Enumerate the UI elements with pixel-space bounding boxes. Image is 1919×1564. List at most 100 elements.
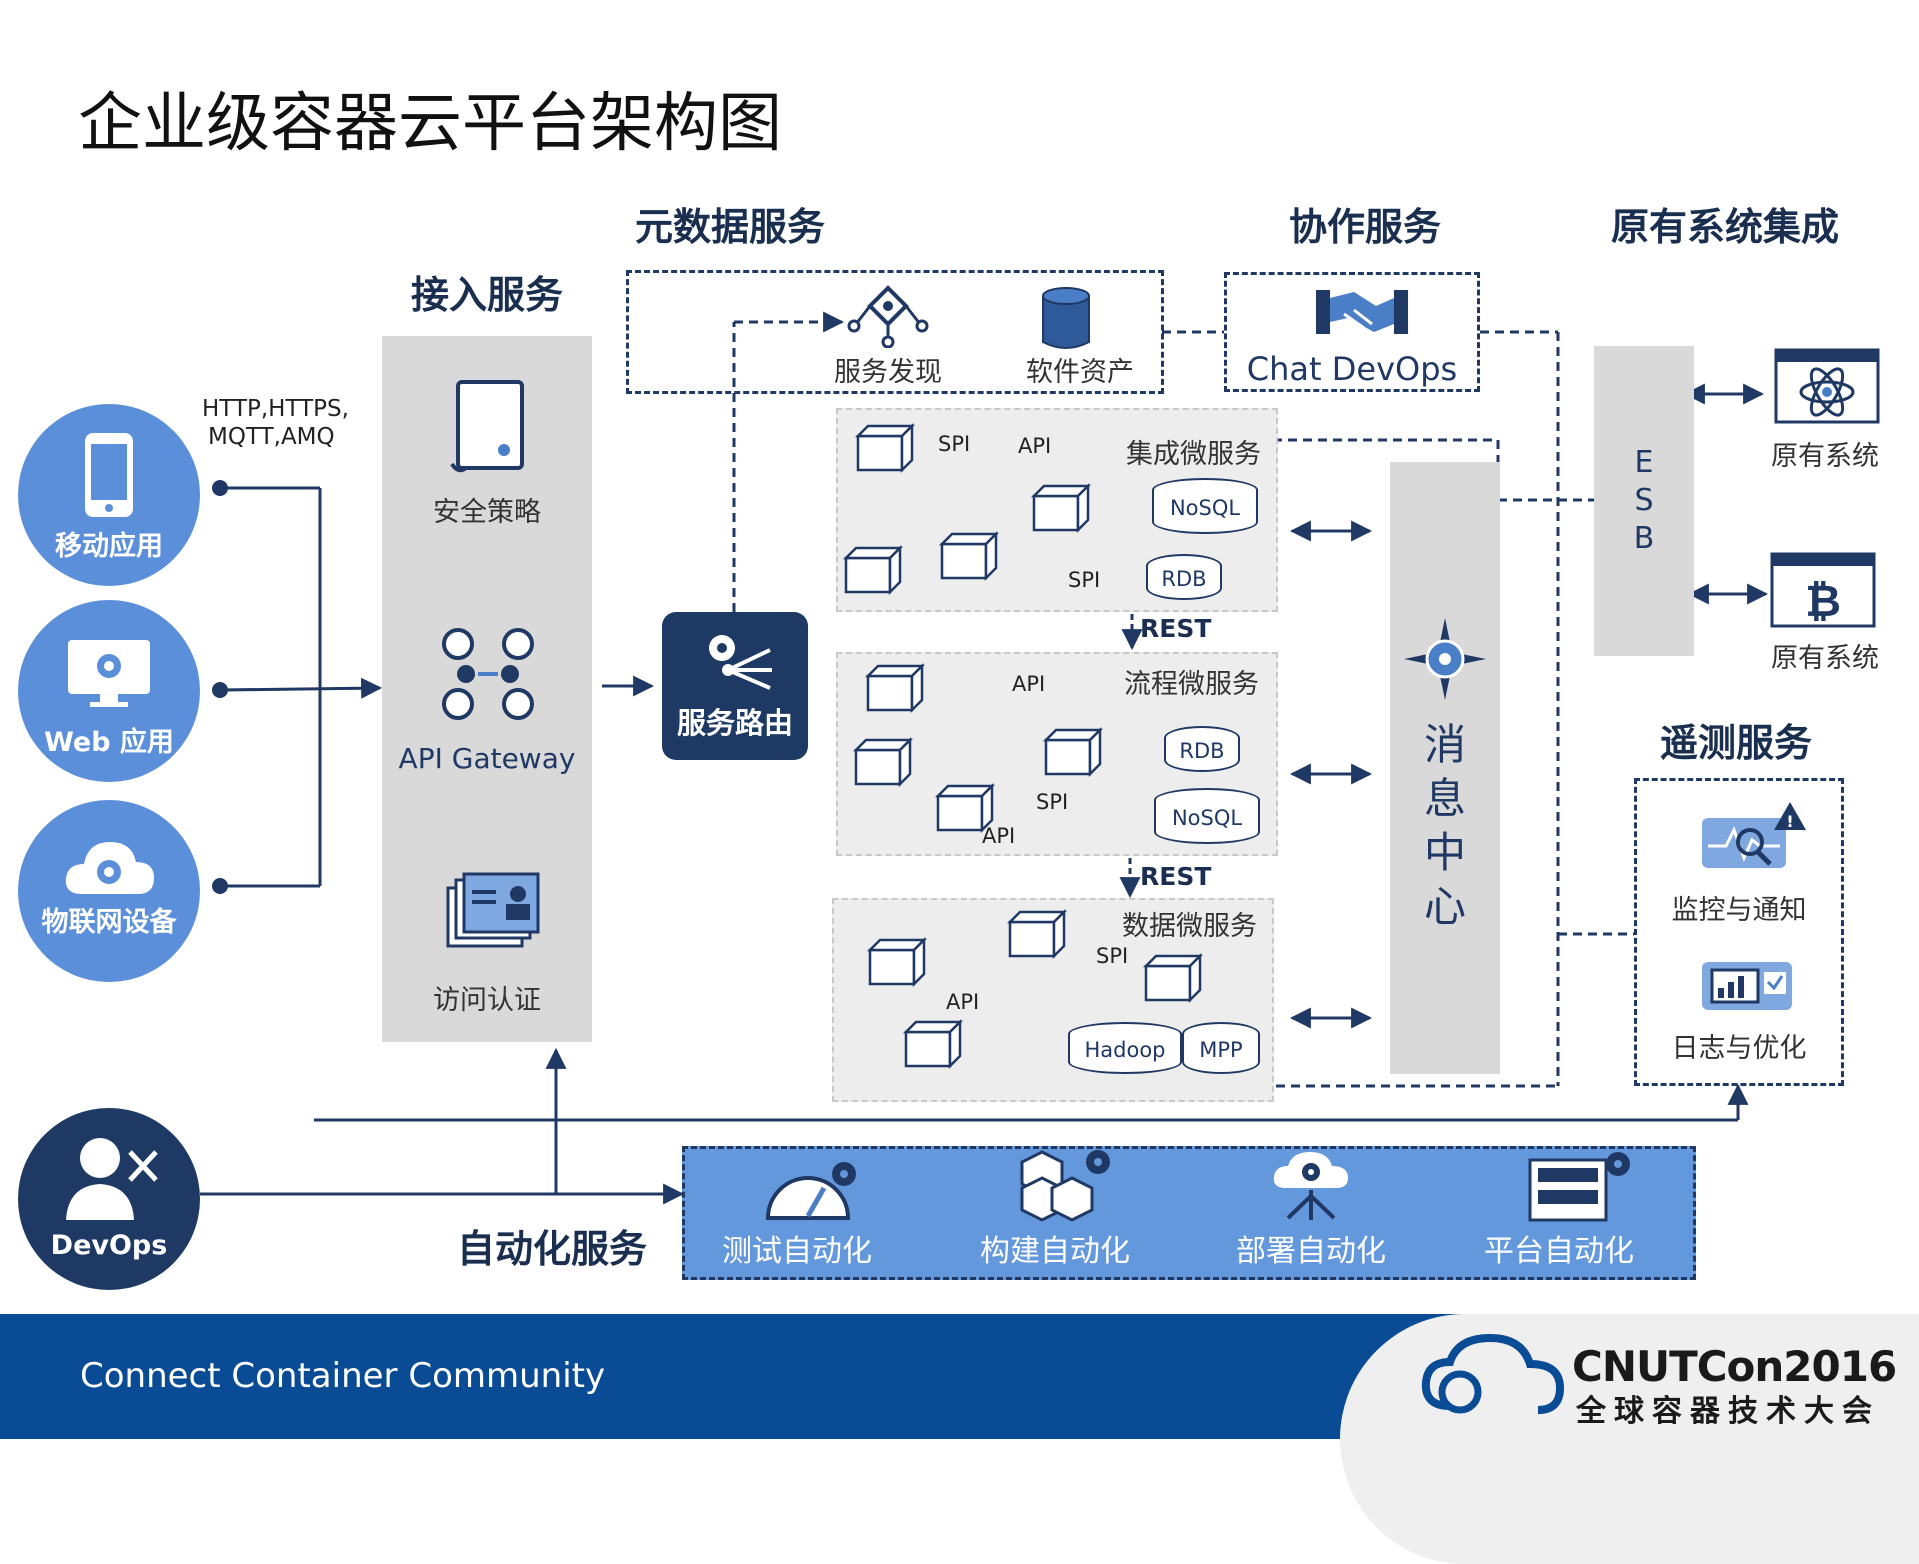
- automation-deploy-label: 部署自动化: [1236, 1234, 1386, 1269]
- legacy-sys1-label: 原有系统: [1771, 441, 1879, 472]
- svg-text:₿: ₿: [1805, 576, 1841, 627]
- microservice-cube-icon: [934, 782, 996, 834]
- data-api-label: API: [946, 990, 980, 1014]
- telemetry-service-box: [1634, 778, 1844, 1086]
- process-title: 流程微服务: [1124, 669, 1259, 700]
- integration-spi2-label: SPI: [1068, 568, 1101, 592]
- client-iot-label: 物联网设备: [41, 907, 177, 938]
- data-hadoop-db: Hadoop: [1068, 1022, 1182, 1074]
- telemetry-log-label: 日志与优化: [1671, 1033, 1807, 1064]
- microservice-cube-icon: [902, 1018, 964, 1070]
- microservice-cube-icon: [1030, 482, 1092, 534]
- integration-api-label: API: [1018, 434, 1052, 458]
- cnut-cloud-logo-icon: [1421, 1333, 1565, 1414]
- footer-tagline: Connect Container Community: [80, 1356, 606, 1396]
- microservice-cube-icon: [866, 936, 928, 988]
- section-automation-heading: 自动化服务: [456, 1227, 647, 1271]
- section-metadata-heading: 元数据服务: [634, 205, 825, 249]
- section-access-heading: 接入服务: [410, 273, 563, 317]
- compass-icon: [1404, 618, 1486, 700]
- process-nosql-db: NoSQL: [1154, 788, 1260, 844]
- client-mobile-label: 移动应用: [55, 531, 163, 562]
- id-card-icon: [446, 872, 540, 948]
- legacy-atom-icon: [1774, 348, 1880, 424]
- automation-build-label: 构建自动化: [980, 1234, 1130, 1269]
- microservice-cube-icon: [1042, 726, 1104, 778]
- esb-label: E S B: [1633, 445, 1655, 556]
- integration-spi-label: SPI: [938, 432, 971, 456]
- access-gateway-label: API Gateway: [398, 742, 576, 775]
- gateway-gears-icon: [442, 628, 534, 720]
- esb-bar: [1594, 346, 1694, 656]
- microservice-cube-icon: [1006, 908, 1068, 960]
- database-cylinder-icon: [1042, 287, 1090, 349]
- server-rack-icon: [1528, 1152, 1630, 1222]
- router-gear-icon: [709, 635, 772, 690]
- metadata-discovery-label: 服务发现: [834, 357, 942, 388]
- microservice-cube-icon: [938, 530, 1000, 582]
- section-collab-heading: 协作服务: [1288, 205, 1441, 249]
- data-spi-label: SPI: [1096, 944, 1129, 968]
- message-center-bar: [1390, 462, 1500, 1074]
- integration-nosql-db: NoSQL: [1152, 478, 1258, 534]
- process-spi-label: SPI: [1036, 790, 1069, 814]
- metadata-service-box: [626, 270, 1164, 394]
- microservice-cube-icon: [1142, 952, 1204, 1004]
- integration-rdb-db: RDB: [1146, 554, 1222, 600]
- collab-chat-label: Chat DevOps: [1246, 350, 1458, 388]
- process-api-label: API: [1012, 672, 1046, 696]
- service-router-label: 服务路由: [676, 706, 793, 740]
- microservice-cubes: [842, 422, 1204, 1070]
- legacy-sys2-label: 原有系统: [1771, 643, 1879, 674]
- microservice-cube-icon: [864, 662, 926, 714]
- section-telemetry-heading: 遥测服务: [1659, 721, 1812, 765]
- legacy-bitcoin-icon: ₿: [1770, 552, 1876, 628]
- build-blocks-icon: [1020, 1150, 1110, 1222]
- section-legacy-heading: 原有系统集成: [1610, 205, 1839, 249]
- process-rdb-db: RDB: [1164, 726, 1240, 772]
- policy-scroll-icon: [450, 380, 524, 473]
- data-title: 数据微服务: [1122, 911, 1257, 942]
- cloud-gear-icon: [65, 842, 154, 894]
- junction-dot: [212, 878, 228, 894]
- metadata-assets-label: 软件资产: [1026, 357, 1134, 388]
- collab-service-box: [1224, 272, 1480, 392]
- protocol-label: HTTP,HTTPS,: [202, 396, 349, 422]
- automation-platform-label: 平台自动化: [1484, 1234, 1634, 1269]
- service-router[interactable]: 服务路由: [662, 612, 808, 760]
- rest-label-2: REST: [1140, 862, 1212, 891]
- integration-title: 集成微服务: [1126, 439, 1261, 470]
- microservice-cube-icon: [852, 736, 914, 788]
- client-iot[interactable]: 物联网设备: [18, 800, 200, 982]
- microservice-cube-icon: [842, 544, 904, 596]
- footer-brand-sub: 全球容器技术大会: [1576, 1394, 1880, 1429]
- access-auth-label: 访问认证: [433, 985, 541, 1016]
- footer-brand: CNUTCon2016: [1572, 1342, 1897, 1391]
- rest-label-1: REST: [1140, 614, 1212, 643]
- gauge-icon: [765, 1162, 856, 1220]
- client-mobile[interactable]: 移动应用: [18, 404, 200, 586]
- handshake-icon: [1316, 290, 1408, 334]
- access-security-label: 安全策略: [433, 497, 541, 528]
- monitor-alert-icon: !: [1702, 802, 1806, 868]
- page-title: 企业级容器云平台架构图: [78, 87, 782, 161]
- service-discovery-icon: [847, 285, 929, 348]
- telemetry-monitor-label: 监控与通知: [1671, 895, 1807, 926]
- client-devops-label: DevOps: [50, 1230, 168, 1261]
- client-web[interactable]: Web 应用: [18, 600, 200, 782]
- microservice-cube-icon: [854, 422, 916, 474]
- junction-dot: [212, 480, 228, 496]
- log-chart-icon: [1702, 962, 1792, 1010]
- mobile-phone-icon: [85, 433, 133, 517]
- protocol-label: MQTT,AMQ: [208, 424, 335, 450]
- automation-test-label: 测试自动化: [722, 1234, 872, 1269]
- process-api2-label: API: [982, 824, 1016, 848]
- svg-text:!: !: [1786, 812, 1793, 831]
- client-devops[interactable]: DevOps: [18, 1108, 200, 1290]
- monitor-gear-icon: [68, 640, 150, 707]
- engineer-tools-icon: [66, 1138, 158, 1220]
- deploy-cloud-icon: [1273, 1152, 1348, 1220]
- message-center-label: 消 息 中 心: [1423, 720, 1466, 931]
- client-web-label: Web 应用: [44, 727, 174, 758]
- data-mpp-db: MPP: [1182, 1022, 1260, 1074]
